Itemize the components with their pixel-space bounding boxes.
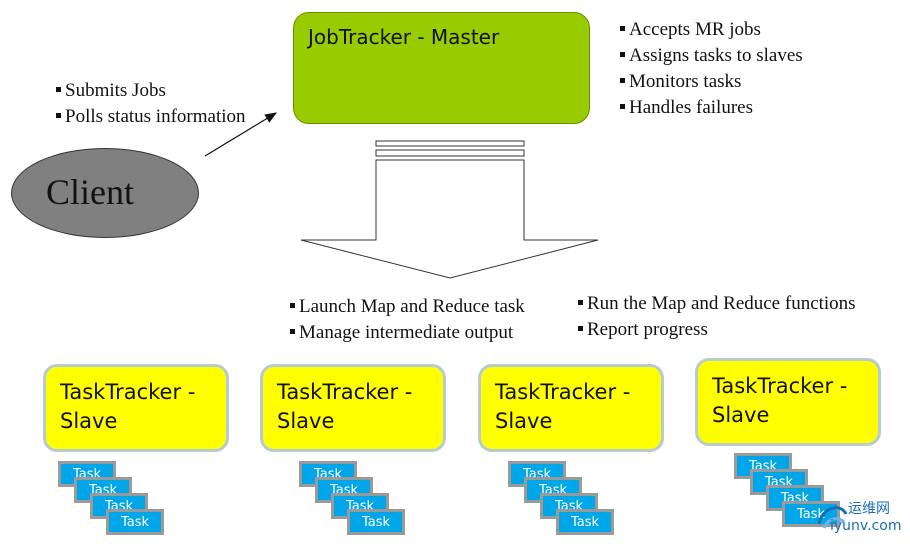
tasktracker-slave-box: TaskTracker - Slave: [478, 364, 664, 452]
client-responsibilities-list: Submits Jobs Polls status information: [56, 78, 246, 130]
list-item: Submits Jobs: [56, 78, 246, 104]
tasktracker-slave-label: TaskTracker - Slave: [495, 380, 631, 433]
master-responsibilities-list: Accepts MR jobs Assigns tasks to slaves …: [620, 17, 803, 121]
tasktracker-slave-box: TaskTracker - Slave: [260, 364, 446, 452]
list-item: Report progress: [578, 317, 856, 343]
watermark: 运维网 iyunv.com: [806, 496, 910, 542]
tasktracker-slave-label: TaskTracker - Slave: [277, 380, 413, 433]
list-item: Launch Map and Reduce task: [290, 294, 525, 320]
list-item: Monitors tasks: [620, 69, 803, 95]
task-duties-list: Run the Map and Reduce functions Report …: [578, 291, 856, 343]
tasktracker-slave-box: TaskTracker - Slave: [43, 364, 229, 452]
tasktracker-slave-label: TaskTracker - Slave: [60, 380, 196, 433]
list-item: Manage intermediate output: [290, 320, 525, 346]
task-box: Task: [106, 509, 164, 535]
tasktracker-duties-list: Launch Map and Reduce task Manage interm…: [290, 294, 525, 346]
jobtracker-master-box: JobTracker - Master: [293, 12, 590, 124]
client-label: Client: [46, 172, 134, 212]
list-item: Polls status information: [56, 104, 246, 130]
client-ellipse: Client: [11, 148, 199, 238]
task-box: Task: [782, 501, 840, 527]
list-item: Run the Map and Reduce functions: [578, 291, 856, 317]
tasktracker-slave-box: TaskTracker - Slave: [695, 358, 881, 446]
watermark-text: 运维网: [848, 501, 890, 517]
list-item: Assigns tasks to slaves: [620, 43, 803, 69]
master-to-slaves-arrow: [300, 140, 599, 279]
watermark-url: iyunv.com: [830, 518, 902, 534]
list-item: Accepts MR jobs: [620, 17, 803, 43]
watermark-logo-icon: [817, 506, 848, 529]
list-item: Handles failures: [620, 95, 803, 121]
task-box: Task: [347, 509, 405, 535]
client-to-master-arrow: [204, 112, 278, 157]
task-box: Task: [556, 509, 614, 535]
jobtracker-master-label: JobTracker - Master: [308, 25, 500, 49]
tasktracker-slave-label: TaskTracker - Slave: [712, 374, 848, 427]
